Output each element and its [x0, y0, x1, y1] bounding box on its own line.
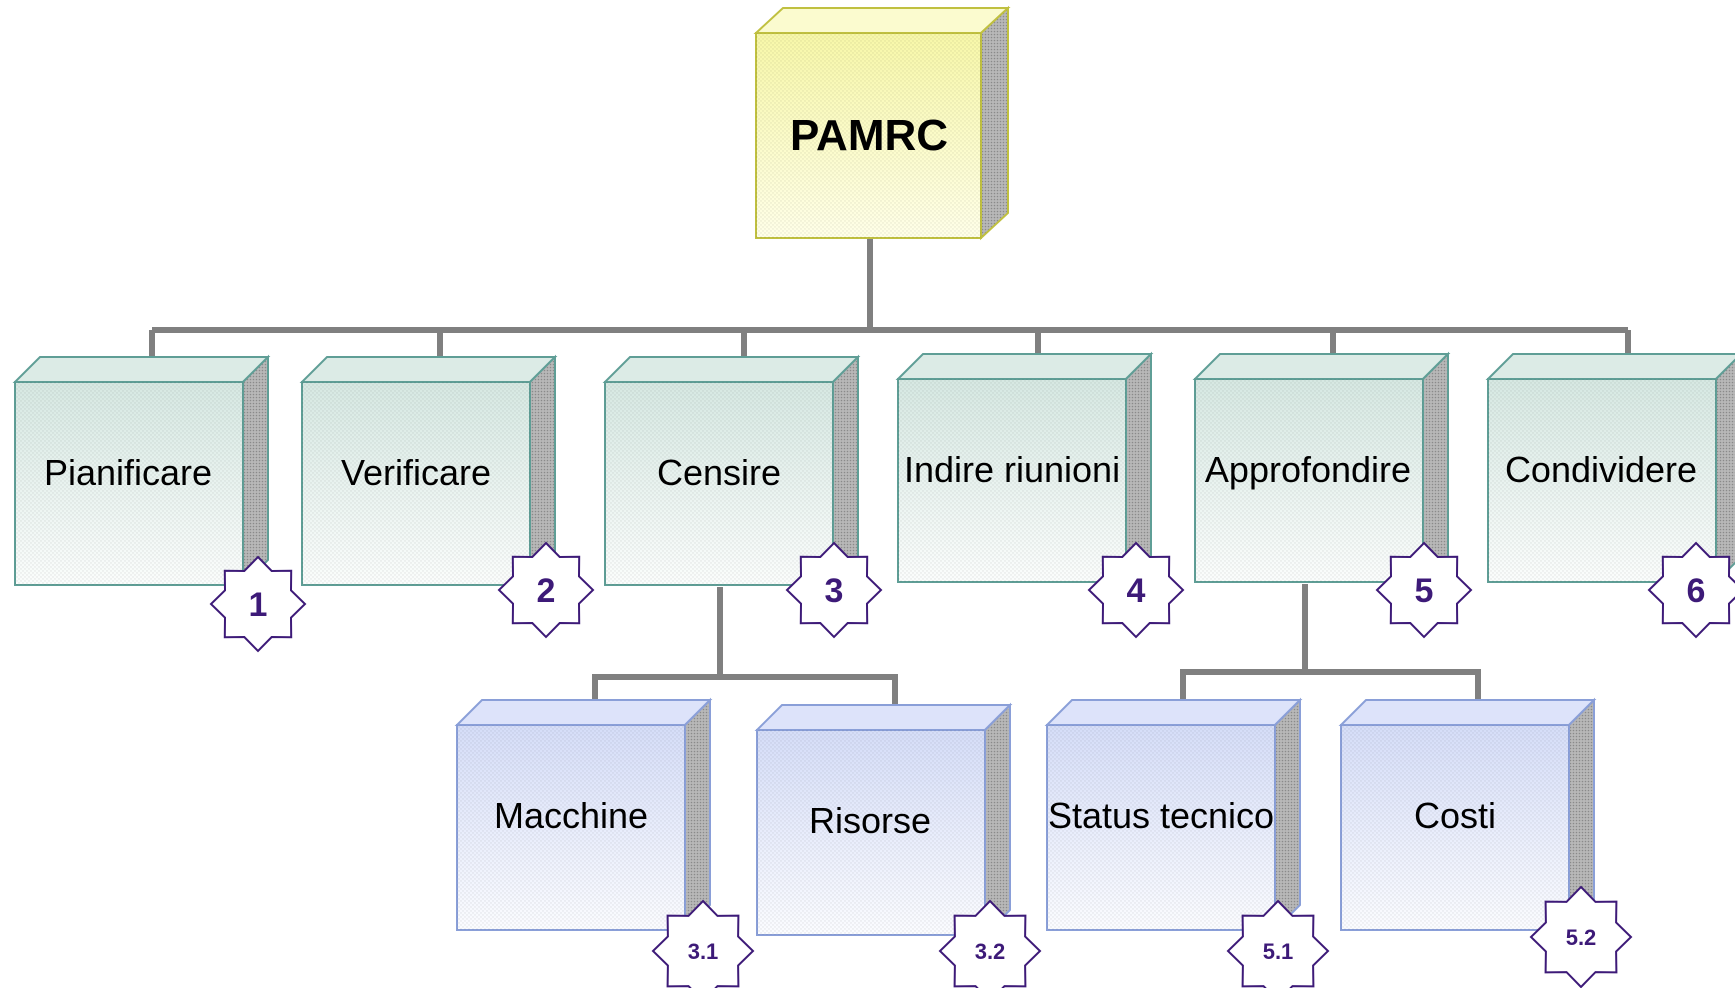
node-approfondire: Approfondire 5 [1192, 351, 1473, 639]
badge-risorse-label: 3.2 [975, 939, 1006, 964]
connectors [149, 238, 1631, 705]
node-macchine-side [684, 697, 711, 933]
node-costi-label: Costi [1414, 795, 1496, 836]
node-status-tecnico-side [1274, 697, 1301, 933]
node-risorse: Risorse 3.2 [754, 702, 1042, 988]
badge-risorse-star [938, 899, 1042, 988]
badge-condividere-label: 6 [1687, 572, 1706, 610]
badge-censire-star [785, 541, 883, 639]
node-costi-top [1338, 699, 1597, 726]
node-condividere: Condividere 6 [1485, 353, 1735, 639]
badge-costi-star [1529, 885, 1633, 988]
nodes-layer: Pianificare 1 Verificare 2 Censire 3 Indire ri… [12, 351, 1735, 988]
node-macchine-top [454, 699, 713, 726]
badge-approfondire-star [1375, 541, 1473, 639]
node-status-tecnico: Status tecnico 5.1 [1044, 697, 1330, 988]
node-status-tecnico-label: Status tecnico [1048, 795, 1274, 836]
node-condividere-label: Condividere [1505, 449, 1697, 490]
badge-approfondire-label: 5 [1415, 572, 1434, 610]
badge-costi-label: 5.2 [1566, 925, 1597, 950]
node-risorse-top [754, 704, 1013, 731]
badge-verificare-star [497, 541, 595, 639]
badge-pianificare-label: 1 [249, 586, 268, 624]
badge-macchine-label: 3.1 [688, 939, 719, 964]
node-condividere-side [1715, 358, 1735, 585]
badge-verificare-label: 2 [537, 572, 556, 610]
node-approfondire-label: Approfondire [1205, 449, 1411, 490]
node-indire-riunioni: Indire riunioni 4 [895, 351, 1185, 639]
badge-indire-riunioni-label: 4 [1127, 572, 1146, 610]
badge-macchine-star [651, 899, 755, 988]
node-verificare: Verificare 2 [299, 354, 595, 639]
node-pianificare-top [12, 356, 271, 383]
node-pianificare: Pianificare 1 [12, 354, 307, 653]
node-indire-riunioni-label: Indire riunioni [904, 449, 1120, 490]
node-status-tecnico-top [1044, 699, 1303, 726]
badge-status-tecnico-star [1226, 899, 1330, 988]
node-condividere-top [1485, 353, 1735, 380]
badge-condividere-star [1647, 541, 1735, 639]
badge-status-tecnico-label: 5.1 [1263, 939, 1294, 964]
node-censire-top [602, 356, 861, 383]
root-node-top [753, 7, 1011, 34]
node-macchine: Macchine 3.1 [454, 697, 755, 988]
node-risorse-side [984, 702, 1011, 938]
root-node-label: PAMRC [790, 111, 948, 160]
node-risorse-label: Risorse [809, 800, 931, 841]
root-node-side [980, 5, 1009, 241]
node-approfondire-top [1192, 353, 1451, 380]
node-pianificare-side [242, 354, 269, 588]
badge-indire-riunioni-star [1087, 541, 1185, 639]
root-node: PAMRC [753, 5, 1011, 241]
node-verificare-top [299, 356, 558, 383]
node-pianificare-label: Pianificare [44, 452, 212, 493]
badge-censire-label: 3 [825, 572, 844, 610]
badge-pianificare-star [209, 555, 307, 653]
node-indire-riunioni-top [895, 353, 1154, 380]
node-censire-label: Censire [657, 452, 781, 493]
node-verificare-label: Verificare [341, 452, 491, 493]
node-censire: Censire 3 [602, 354, 883, 639]
node-costi: Costi 5.2 [1338, 697, 1633, 988]
node-macchine-label: Macchine [494, 795, 648, 836]
